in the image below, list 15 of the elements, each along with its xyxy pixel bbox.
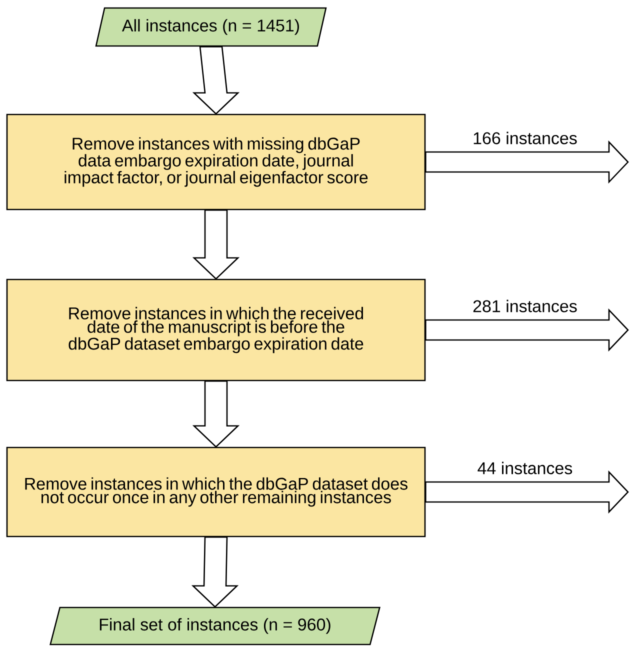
edge-label: 166 instances <box>472 130 578 146</box>
start-end-parallelogram: Final set of instances (n = 960) <box>50 606 380 646</box>
edge-label: 44 instances <box>476 460 574 476</box>
block-arrow <box>425 308 629 352</box>
edge-label: 281 instances <box>472 298 578 314</box>
block-arrow <box>192 210 240 280</box>
block-arrow <box>425 140 629 184</box>
process-box: Remove instances in which the dbGaP dataset does not occur once in any other remaining instances <box>6 446 426 538</box>
block-arrow <box>191 536 239 608</box>
process-box: Remove instances in which the received date of the manuscript is before the dbGaP dataset embargo expiration date <box>6 278 426 382</box>
block-arrow <box>192 380 240 448</box>
block-arrow <box>192 46 240 115</box>
start-end-parallelogram: All instances (n = 1451) <box>95 7 327 47</box>
block-arrow <box>425 470 629 514</box>
process-box: Remove instances with missing dbGaP data embargo expiration date, journal impact factor, or journal eigenfactor score <box>6 114 426 210</box>
